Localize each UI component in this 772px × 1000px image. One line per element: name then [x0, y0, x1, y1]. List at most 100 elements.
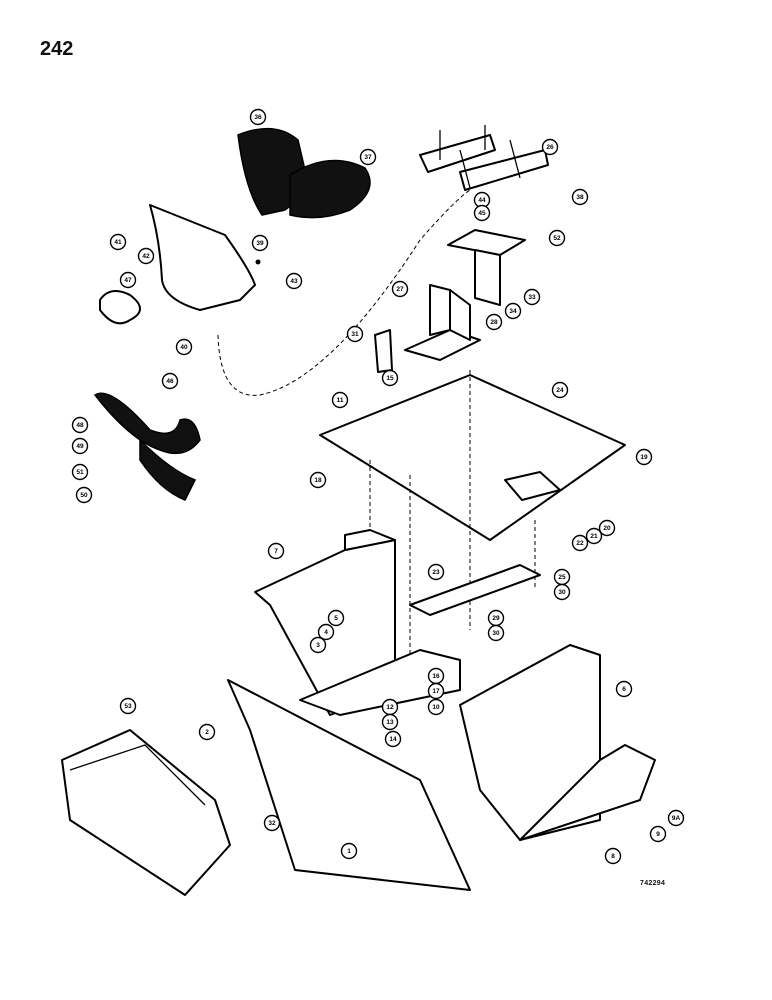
callout-label: 32 — [268, 820, 276, 827]
callout-8: 8 — [604, 847, 622, 865]
callout-label: 53 — [124, 703, 132, 710]
callout-15: 15 — [381, 369, 399, 387]
callout-label: 36 — [254, 114, 262, 121]
callout-label: 25 — [558, 574, 566, 581]
callout-19: 19 — [635, 448, 653, 466]
callout-label: 41 — [114, 239, 122, 246]
callout-28: 28 — [485, 313, 503, 331]
callout-label: 52 — [553, 235, 561, 242]
callout-12: 12 — [381, 698, 399, 716]
callout-49: 49 — [71, 437, 89, 455]
callout-label: 37 — [364, 154, 372, 161]
callout-38: 38 — [571, 188, 589, 206]
callout-52: 52 — [548, 229, 566, 247]
callout-24: 24 — [551, 381, 569, 399]
callout-5: 5 — [327, 609, 345, 627]
clip-47 — [99, 290, 141, 325]
callout-label: 46 — [166, 378, 174, 385]
callout-30a: 30 — [553, 583, 571, 601]
callout-40: 40 — [175, 338, 193, 356]
callout-23: 23 — [427, 563, 445, 581]
drawing-code: 742294 — [640, 880, 666, 887]
back-plate — [149, 204, 261, 311]
callout-30b: 30 — [487, 624, 505, 642]
callout-label: 42 — [142, 253, 150, 260]
callout-6: 6 — [615, 680, 633, 698]
callout-20: 20 — [598, 519, 616, 537]
callout-label: 12 — [386, 704, 394, 711]
callout-3: 3 — [309, 636, 327, 654]
callout-9: 9 — [649, 825, 667, 843]
callout-label: 3 — [316, 642, 320, 649]
callout-41: 41 — [109, 233, 127, 251]
strip-23 — [409, 564, 541, 616]
callout-26: 26 — [541, 138, 559, 156]
callout-7: 7 — [267, 542, 285, 560]
callout-label: 6 — [622, 686, 626, 693]
callout-27: 27 — [391, 280, 409, 298]
callout-37: 37 — [359, 148, 377, 166]
callout-label: 8 — [611, 853, 615, 860]
callout-label: 31 — [351, 331, 359, 338]
callout-50: 50 — [75, 486, 93, 504]
callout-label: 13 — [386, 719, 394, 726]
callout-39: 39 — [251, 234, 269, 252]
callout-label: 1 — [347, 848, 351, 855]
callout-label: 5 — [334, 615, 338, 622]
seat-assembly — [237, 127, 371, 219]
callout-16: 16 — [427, 667, 445, 685]
callout-label: 20 — [603, 525, 611, 532]
tray-53 — [61, 729, 231, 896]
callout-label: 10 — [432, 704, 440, 711]
callout-label: 14 — [389, 736, 397, 743]
callout-label: 11 — [337, 397, 344, 404]
callout-32: 32 — [263, 814, 281, 832]
callout-label: 51 — [76, 469, 84, 476]
callout-label: 19 — [640, 454, 648, 461]
callout-10: 10 — [427, 698, 445, 716]
front-panel-1 — [227, 679, 471, 891]
callout-label: 34 — [509, 308, 517, 315]
left-console-7 — [254, 529, 461, 716]
rod-path — [217, 189, 471, 396]
callout-21: 21 — [585, 527, 603, 545]
callout-11: 11 — [331, 391, 349, 409]
callout-29: 29 — [487, 609, 505, 627]
callout-label: 24 — [556, 387, 564, 394]
callout-label: 21 — [590, 533, 598, 540]
callout-4: 4 — [317, 623, 335, 641]
callout-label: 15 — [386, 375, 394, 382]
callout-47: 47 — [119, 271, 137, 289]
bracket-52 — [447, 229, 526, 306]
callout-53: 53 — [119, 697, 137, 715]
callout-31: 31 — [346, 325, 364, 343]
floor-plate — [319, 374, 626, 541]
callout-label: 39 — [256, 240, 264, 247]
callout-label: 4 — [324, 629, 328, 636]
callout-label: 33 — [528, 294, 536, 301]
seat-belt — [93, 392, 201, 501]
callout-label: 48 — [76, 422, 84, 429]
callout-label: 43 — [290, 278, 298, 285]
callout-label: 49 — [76, 443, 84, 450]
callout-label: 28 — [490, 319, 498, 326]
callout-label: 38 — [576, 194, 584, 201]
callout-43: 43 — [285, 272, 303, 290]
callout-48: 48 — [71, 416, 89, 434]
callout-36: 36 — [249, 108, 267, 126]
callout-label: 22 — [576, 540, 584, 547]
callout-34: 34 — [504, 302, 522, 320]
callout-18: 18 — [309, 471, 327, 489]
callout-2: 2 — [198, 723, 216, 741]
callout-45: 45 — [473, 204, 491, 222]
callout-22: 22 — [571, 534, 589, 552]
callout-9a: 9A — [667, 809, 685, 827]
callout-label: 47 — [124, 277, 132, 284]
right-console-6 — [459, 644, 656, 841]
callout-33: 33 — [523, 288, 541, 306]
callout-1: 1 — [340, 842, 358, 860]
callout-14: 14 — [384, 730, 402, 748]
callout-label: 7 — [274, 548, 278, 555]
